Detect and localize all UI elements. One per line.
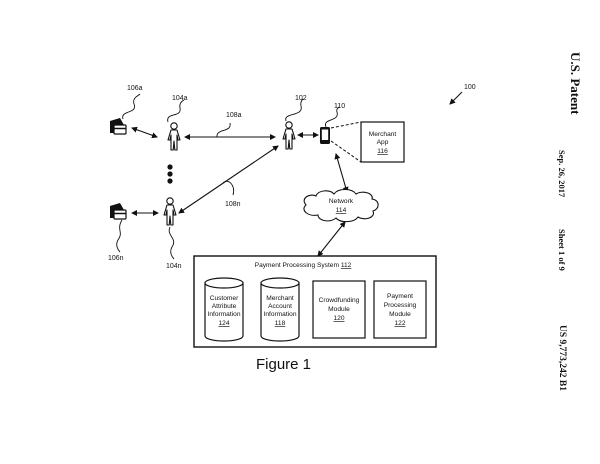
component-line: Merchant [266, 295, 294, 302]
component-ref: 118 [275, 320, 286, 327]
component-line: Processing [384, 302, 417, 309]
merchant-device-110: 110 [297, 103, 362, 163]
person-icon [167, 122, 181, 151]
component-line: Customer [210, 295, 239, 302]
device-network-link [334, 153, 349, 193]
ref-label-104n: 104n [166, 263, 182, 270]
component-line: Module [389, 311, 411, 318]
ref-label-104a: 104a [172, 95, 188, 102]
customer-a: 104a [167, 95, 188, 151]
figure-caption: Figure 1 [256, 356, 312, 373]
mobile-device-icon [320, 127, 330, 144]
component-line: Payment [387, 293, 413, 300]
component-line: Information [208, 311, 241, 318]
component-ref: 122 [394, 320, 405, 327]
component-ref: 120 [333, 315, 344, 322]
ellipsis-dots [167, 164, 173, 184]
component-line: Information [264, 311, 297, 318]
component-ref: 124 [218, 320, 229, 327]
ref-label-108a: 108a [226, 112, 242, 119]
ref-label-100: 100 [464, 84, 476, 91]
ref-label-110: 110 [334, 103, 345, 110]
payment-processing-module: Payment Processing Module 122 [373, 280, 427, 339]
merchant-app-line1: Merchant [369, 131, 397, 138]
communication-link-n: 108n [178, 145, 279, 214]
payment-processing-system: Payment Processing System 112 Customer A… [193, 255, 437, 348]
network-cloud: Network 114 [303, 188, 379, 223]
wallet-card-icon [109, 117, 127, 135]
merchant-app-line2: App [377, 139, 389, 146]
network-payment-link [317, 221, 346, 257]
network-ref: 114 [336, 207, 347, 214]
merchant-app-box: Merchant App 116 [360, 121, 405, 163]
payment-card-a: 106a [109, 85, 158, 139]
ref-label-106a: 106a [127, 85, 143, 92]
component-line: Attribute [212, 303, 237, 310]
wallet-card-icon [109, 202, 127, 220]
person-icon [163, 197, 177, 226]
person-icon [282, 121, 296, 150]
network-label: Network [329, 198, 354, 205]
merchant-app-ref: 116 [377, 148, 388, 155]
merchant-account-database: Merchant Account Information 118 [260, 277, 300, 342]
component-line: Crowdfunding [319, 297, 360, 304]
ref-label-108n: 108n [225, 201, 241, 208]
communication-link-a: 108a [184, 112, 276, 140]
component-line: Account [268, 303, 292, 310]
payment-system-title: Payment Processing System 112 [255, 262, 352, 269]
merchant-102: 102 [282, 95, 307, 150]
system-ref-100: 100 [449, 84, 476, 105]
crowdfunding-module: Crowdfunding Module 120 [312, 280, 366, 339]
customer-attribute-database: Customer Attribute Information 124 [204, 277, 244, 342]
component-line: Module [328, 306, 350, 313]
ref-label-106n: 106n [108, 255, 124, 262]
payment-card-n: 106n [108, 202, 159, 262]
customer-n: 104n [163, 197, 182, 270]
ref-label-102: 102 [295, 95, 307, 102]
